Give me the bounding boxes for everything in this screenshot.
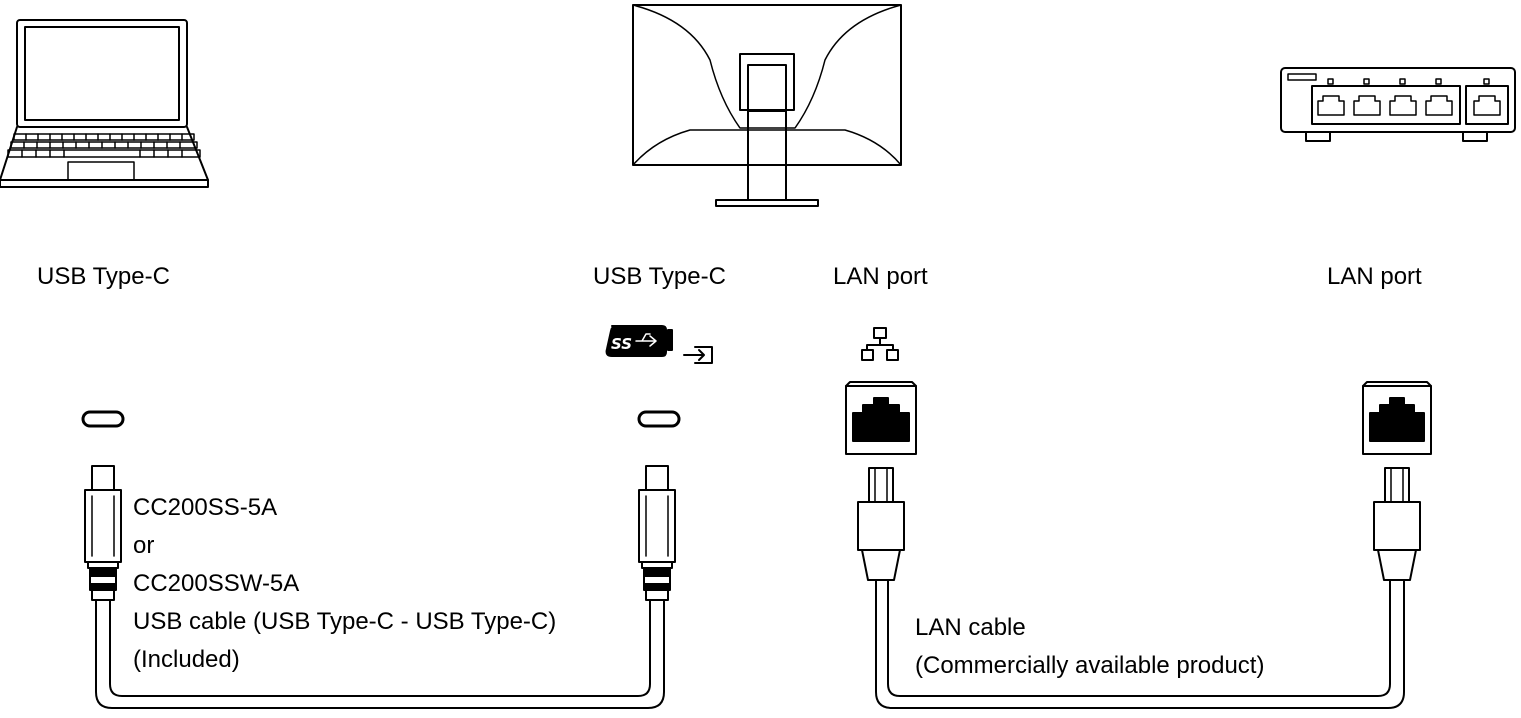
usb-cable-model-1: CC200SS-5A (133, 494, 278, 521)
monitor-icon (632, 4, 902, 207)
superspeed-usb-icon: SS (605, 325, 673, 357)
usb-c-plug-right (638, 465, 676, 601)
superspeed-badge-text: SS (611, 335, 632, 353)
usb-c-port-left (81, 410, 125, 428)
usb-cable-or: or (133, 532, 155, 559)
usb-c-plug-left (84, 465, 122, 601)
lan-cable-title: LAN cable (915, 614, 1026, 641)
lan-plug-right (1373, 467, 1421, 581)
network-switch-icon (1280, 67, 1516, 142)
usb-c-port-monitor (637, 410, 681, 428)
network-icon (861, 327, 899, 361)
lan-port-monitor (845, 381, 917, 455)
usb-cable-included: (Included) (133, 646, 240, 673)
laptop-icon (0, 19, 209, 188)
lan-cable-line (875, 579, 1405, 709)
left-usb-port-label: USB Type-C (37, 263, 170, 290)
lan-port-switch (1362, 381, 1432, 455)
lan-cable-caption: LAN cable (Commercially available produc… (915, 609, 1264, 685)
monitor-lan-port-label: LAN port (833, 263, 928, 290)
usb-cable-caption: CC200SS-5A or CC200SSW-5A USB cable (USB… (133, 489, 556, 679)
usb-cable-description: USB cable (USB Type-C - USB Type-C) (133, 608, 557, 635)
lan-plug-left (857, 467, 905, 581)
usb-cable-line (95, 599, 665, 709)
monitor-usb-port-label: USB Type-C (593, 263, 726, 290)
usb-cable-model-2: CC200SSW-5A (133, 570, 300, 597)
input-arrow-icon (683, 346, 713, 364)
switch-lan-port-label: LAN port (1327, 263, 1422, 290)
lan-cable-note: (Commercially available product) (915, 652, 1265, 679)
